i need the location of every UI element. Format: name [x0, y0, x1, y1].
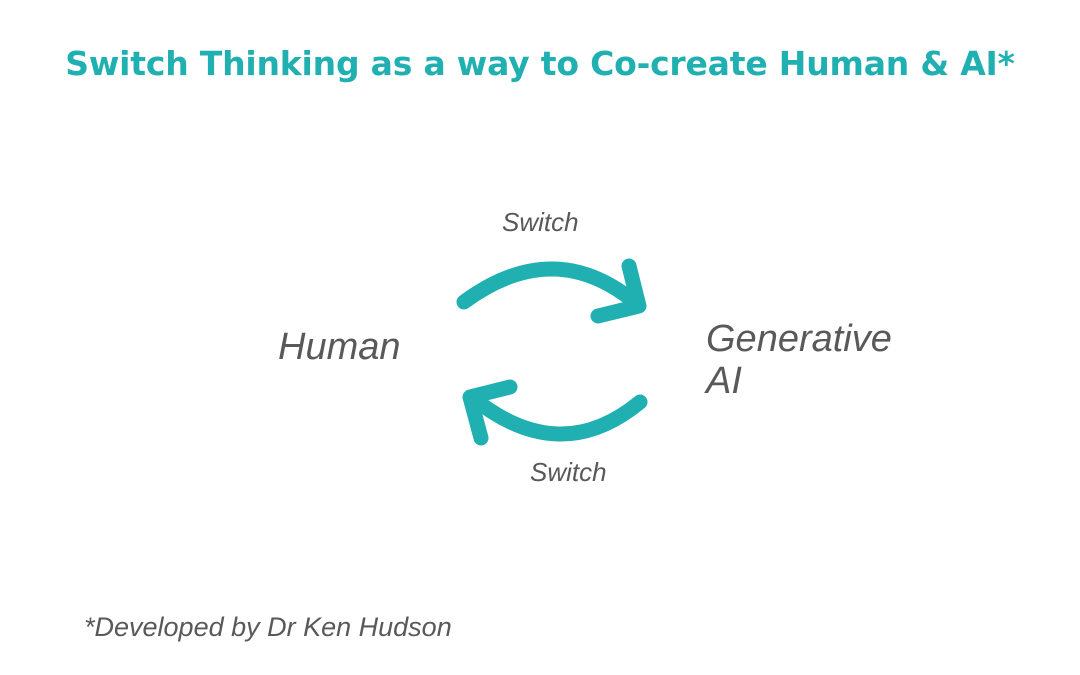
switch-label-bottom: Switch: [530, 457, 607, 487]
generative-ai-label-line2: AI: [706, 360, 742, 402]
curved-arrow-left-icon: [462, 379, 648, 446]
curved-arrow-right-icon: [456, 258, 647, 324]
switch-label-top: Switch: [502, 207, 579, 237]
generative-ai-label-line1: Generative: [706, 318, 892, 360]
generative-ai-node-label: Generative AI: [706, 318, 892, 402]
footnote: *Developed by Dr Ken Hudson: [84, 612, 452, 642]
human-node-label: Human: [278, 326, 401, 368]
page-title: Switch Thinking as a way to Co-create Hu…: [65, 44, 1015, 83]
